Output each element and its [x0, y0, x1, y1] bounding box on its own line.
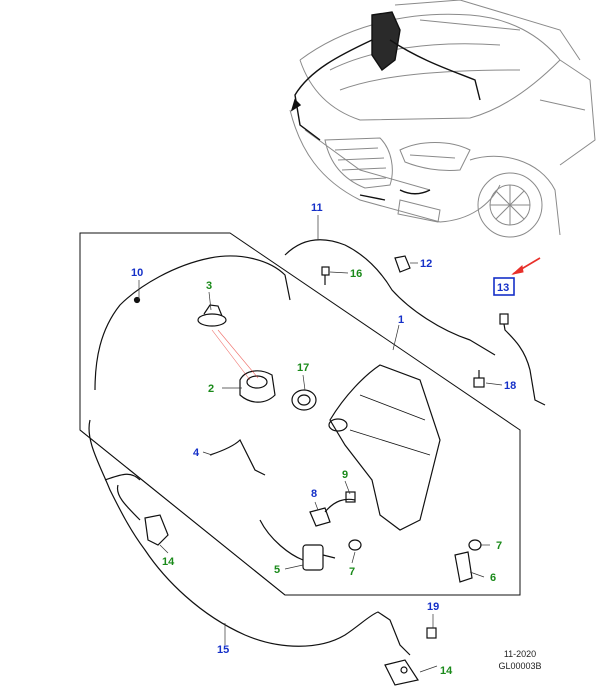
- callout-5: 5: [274, 564, 280, 576]
- part-2-bracket: [239, 370, 276, 403]
- callout-15: 15: [217, 644, 229, 656]
- callout-16: 16: [350, 268, 362, 280]
- part-17-grommet: [291, 389, 317, 411]
- callout-13-box: [493, 277, 515, 296]
- callout-19: 19: [427, 601, 439, 613]
- callout-17: 17: [297, 362, 309, 374]
- callout-2: 2: [208, 383, 214, 395]
- part-9-pump-connector: [345, 491, 356, 503]
- callout-6: 6: [490, 572, 496, 584]
- highlight-arrow: [511, 257, 541, 275]
- assembly-boundary: [79, 232, 521, 596]
- footer-code: GL00003B: [498, 661, 541, 671]
- callout-12: 12: [420, 258, 432, 270]
- part-13-wiring: [502, 317, 546, 406]
- pink-guide-lines: [211, 329, 259, 381]
- footer-date: 11-2020: [504, 649, 536, 659]
- callout-3: 3: [206, 280, 212, 292]
- vehicle-harness-overlay: [290, 11, 481, 201]
- callout-1: 1: [398, 314, 404, 326]
- callout-10: 10: [131, 267, 143, 279]
- callout-18: 18: [504, 380, 516, 392]
- part-7-grommet-b: [348, 539, 362, 551]
- callout-9: 9: [342, 469, 348, 481]
- part-14-jet-bracket-left: [116, 484, 169, 546]
- callout-7b: 7: [349, 566, 355, 578]
- callout-13: 13: [497, 282, 509, 294]
- part-19-nozzle: [426, 627, 437, 639]
- part-6-level-sensor: [454, 551, 473, 583]
- callout-14a: 14: [162, 556, 175, 568]
- part-5-pump: [259, 519, 336, 571]
- vehicle-front-illustration: [289, 0, 596, 238]
- part-16-bolt: [321, 266, 330, 285]
- part-1-reservoir: [329, 364, 441, 531]
- part-15-hose: [88, 419, 411, 656]
- leader-lines: [138, 215, 503, 673]
- callout-7a: 7: [496, 540, 502, 552]
- part-11-hose: [284, 239, 496, 356]
- part-4-hose: [209, 438, 266, 476]
- callout-4: 4: [193, 447, 200, 459]
- callout-labels: 1 2 3 4 5 6 7 7 8 9 10 11 12 13 14 14 15…: [131, 202, 516, 677]
- part-10-harness: [94, 255, 291, 391]
- part-12-clip: [394, 255, 411, 273]
- part-7-grommet-a: [468, 539, 482, 551]
- part-3-cap: [197, 304, 227, 327]
- callout-8: 8: [311, 488, 317, 500]
- part-18-screw: [473, 370, 485, 388]
- part-8-connector: [309, 498, 356, 527]
- part-14-jet-bracket-right: [384, 659, 419, 686]
- callout-11: 11: [311, 202, 323, 214]
- callout-14b: 14: [440, 665, 453, 677]
